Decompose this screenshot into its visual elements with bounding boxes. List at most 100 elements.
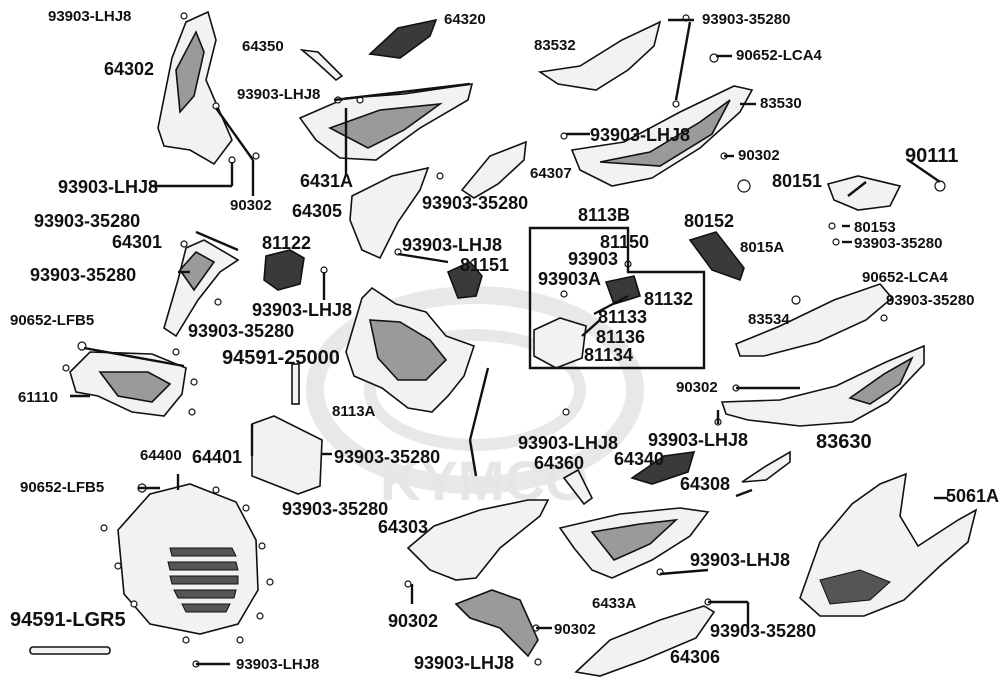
label-90302-d: 90302 [388,611,439,631]
label-93903A: 93903A [538,269,602,289]
part-64305 [349,166,430,260]
part-64340 [630,451,696,485]
part-61110 [69,351,187,417]
label-93903-35280-i: 93903-35280 [282,499,389,519]
part-81132 [604,275,641,305]
label-64303: 64303 [378,517,429,537]
label-64400: 64400 [140,447,182,464]
label-93903-LHJ8-top: 93903-LHJ8 [48,8,132,25]
label-64302: 64302 [104,59,155,79]
label-93903-LHJ8-c: 93903-LHJ8 [58,177,159,197]
label-93903-35280-h: 93903-35280 [334,447,441,467]
label-61110: 61110 [18,389,59,406]
label-64320: 64320 [444,11,486,28]
part-64360 [562,468,594,506]
part-80151 [826,175,902,211]
label-64340: 64340 [614,449,665,469]
part-5061A [799,472,978,617]
label-90652-LCA4-b: 90652-LCA4 [862,269,948,286]
part-64320 [368,18,438,59]
label-90302-e: 90302 [554,621,596,638]
label-64401: 64401 [192,447,243,467]
label-90652-LCA4-a: 90652-LCA4 [736,47,822,64]
label-83534: 83534 [748,311,790,328]
part-83534 [735,283,894,357]
part-80152 [688,231,745,282]
label-93903-35280-d: 93903-35280 [34,211,141,231]
label-93903: 93903 [568,249,619,269]
label-93903-35280-j: 93903-35280 [710,621,817,641]
part-81151 [446,261,483,299]
label-81134: 81134 [584,345,634,365]
label-64360: 64360 [534,453,585,473]
label-90111: 90111 [905,145,959,167]
part-81122 [263,249,305,291]
label-64306: 64306 [670,647,721,667]
part-6433A [558,507,710,579]
label-93903-LHJ8-b: 93903-LHJ8 [237,86,321,103]
label-93903-LHJ8-i: 93903-LHJ8 [690,550,791,570]
part-64303 [406,499,550,658]
label-6431A: 6431A [300,171,354,191]
label-93903-35280-b: 93903-35280 [702,11,791,28]
label-93903-LHJ8-g: 93903-LHJ8 [518,433,619,453]
label-81132: 81132 [644,289,694,309]
part-6431A [298,83,474,161]
label-80152: 80152 [684,211,735,231]
label-81151: 81151 [460,255,510,275]
label-83530: 83530 [760,95,802,112]
label-93903-LHJ8-k: 93903-LHJ8 [236,656,320,673]
label-5061A: 5061A [946,486,1000,506]
label-93903-35280-c: 93903-35280 [854,235,943,252]
part-94591-25000 [291,363,300,405]
leader-lines [70,18,948,666]
label-94591-25000: 94591-25000 [222,347,340,369]
fasteners [62,12,946,668]
label-93903-LHJ8-f: 93903-LHJ8 [402,235,503,255]
label-94591-LGR5: 94591-LGR5 [10,609,126,631]
label-90302-b: 90302 [738,147,780,164]
part-81134 [533,317,587,369]
label-64308: 64308 [680,474,731,494]
label-93903-LHJ8-j: 93903-LHJ8 [414,653,515,673]
label-80151: 80151 [772,171,823,191]
label-83532: 83532 [534,37,576,54]
part-64302 [157,10,233,166]
label-81122: 81122 [262,233,312,253]
label-93903-35280-g: 93903-35280 [886,292,975,309]
label-93903-35280-f: 93903-35280 [188,321,295,341]
part-64350 [299,48,344,82]
label-64350: 64350 [242,38,284,55]
label-80153: 80153 [854,219,896,236]
label-90652-LFB5-a: 90652-LFB5 [10,312,95,329]
label-81150: 81150 [600,232,650,252]
watermark-text: KYMCO [380,449,588,512]
label-93903-LHJ8-e: 93903-LHJ8 [252,300,353,320]
label-93903-LHJ8-d: 93903-LHJ8 [590,125,691,145]
label-93903-35280-e: 93903-35280 [30,265,137,285]
part-64400 [117,483,259,635]
part-64307 [460,140,527,199]
label-81136: 81136 [596,327,646,347]
label-93903-35280-a: 93903-35280 [422,193,529,213]
label-90302-a: 90302 [230,197,272,214]
part-64301 [163,239,240,338]
label-8113B: 8113B [578,205,631,225]
label-8113A: 8113A [332,403,376,420]
part-83532 [537,20,662,91]
label-64301: 64301 [112,232,163,252]
part-83530 [570,85,754,187]
label-64305: 64305 [292,201,343,221]
part-8113A [345,286,476,413]
label-83630: 83630 [816,431,872,453]
label-90302-c: 90302 [676,379,718,396]
part-94591-LGR5 [29,646,111,655]
part-64306 [574,605,716,677]
label-6433A: 6433A [592,595,637,612]
label-81133: 81133 [598,307,648,327]
label-90652-LFB5-b: 90652-LFB5 [20,479,105,496]
label-8015A: 8015A [740,239,785,256]
part-64308 [741,450,791,483]
label-64307: 64307 [530,165,572,182]
